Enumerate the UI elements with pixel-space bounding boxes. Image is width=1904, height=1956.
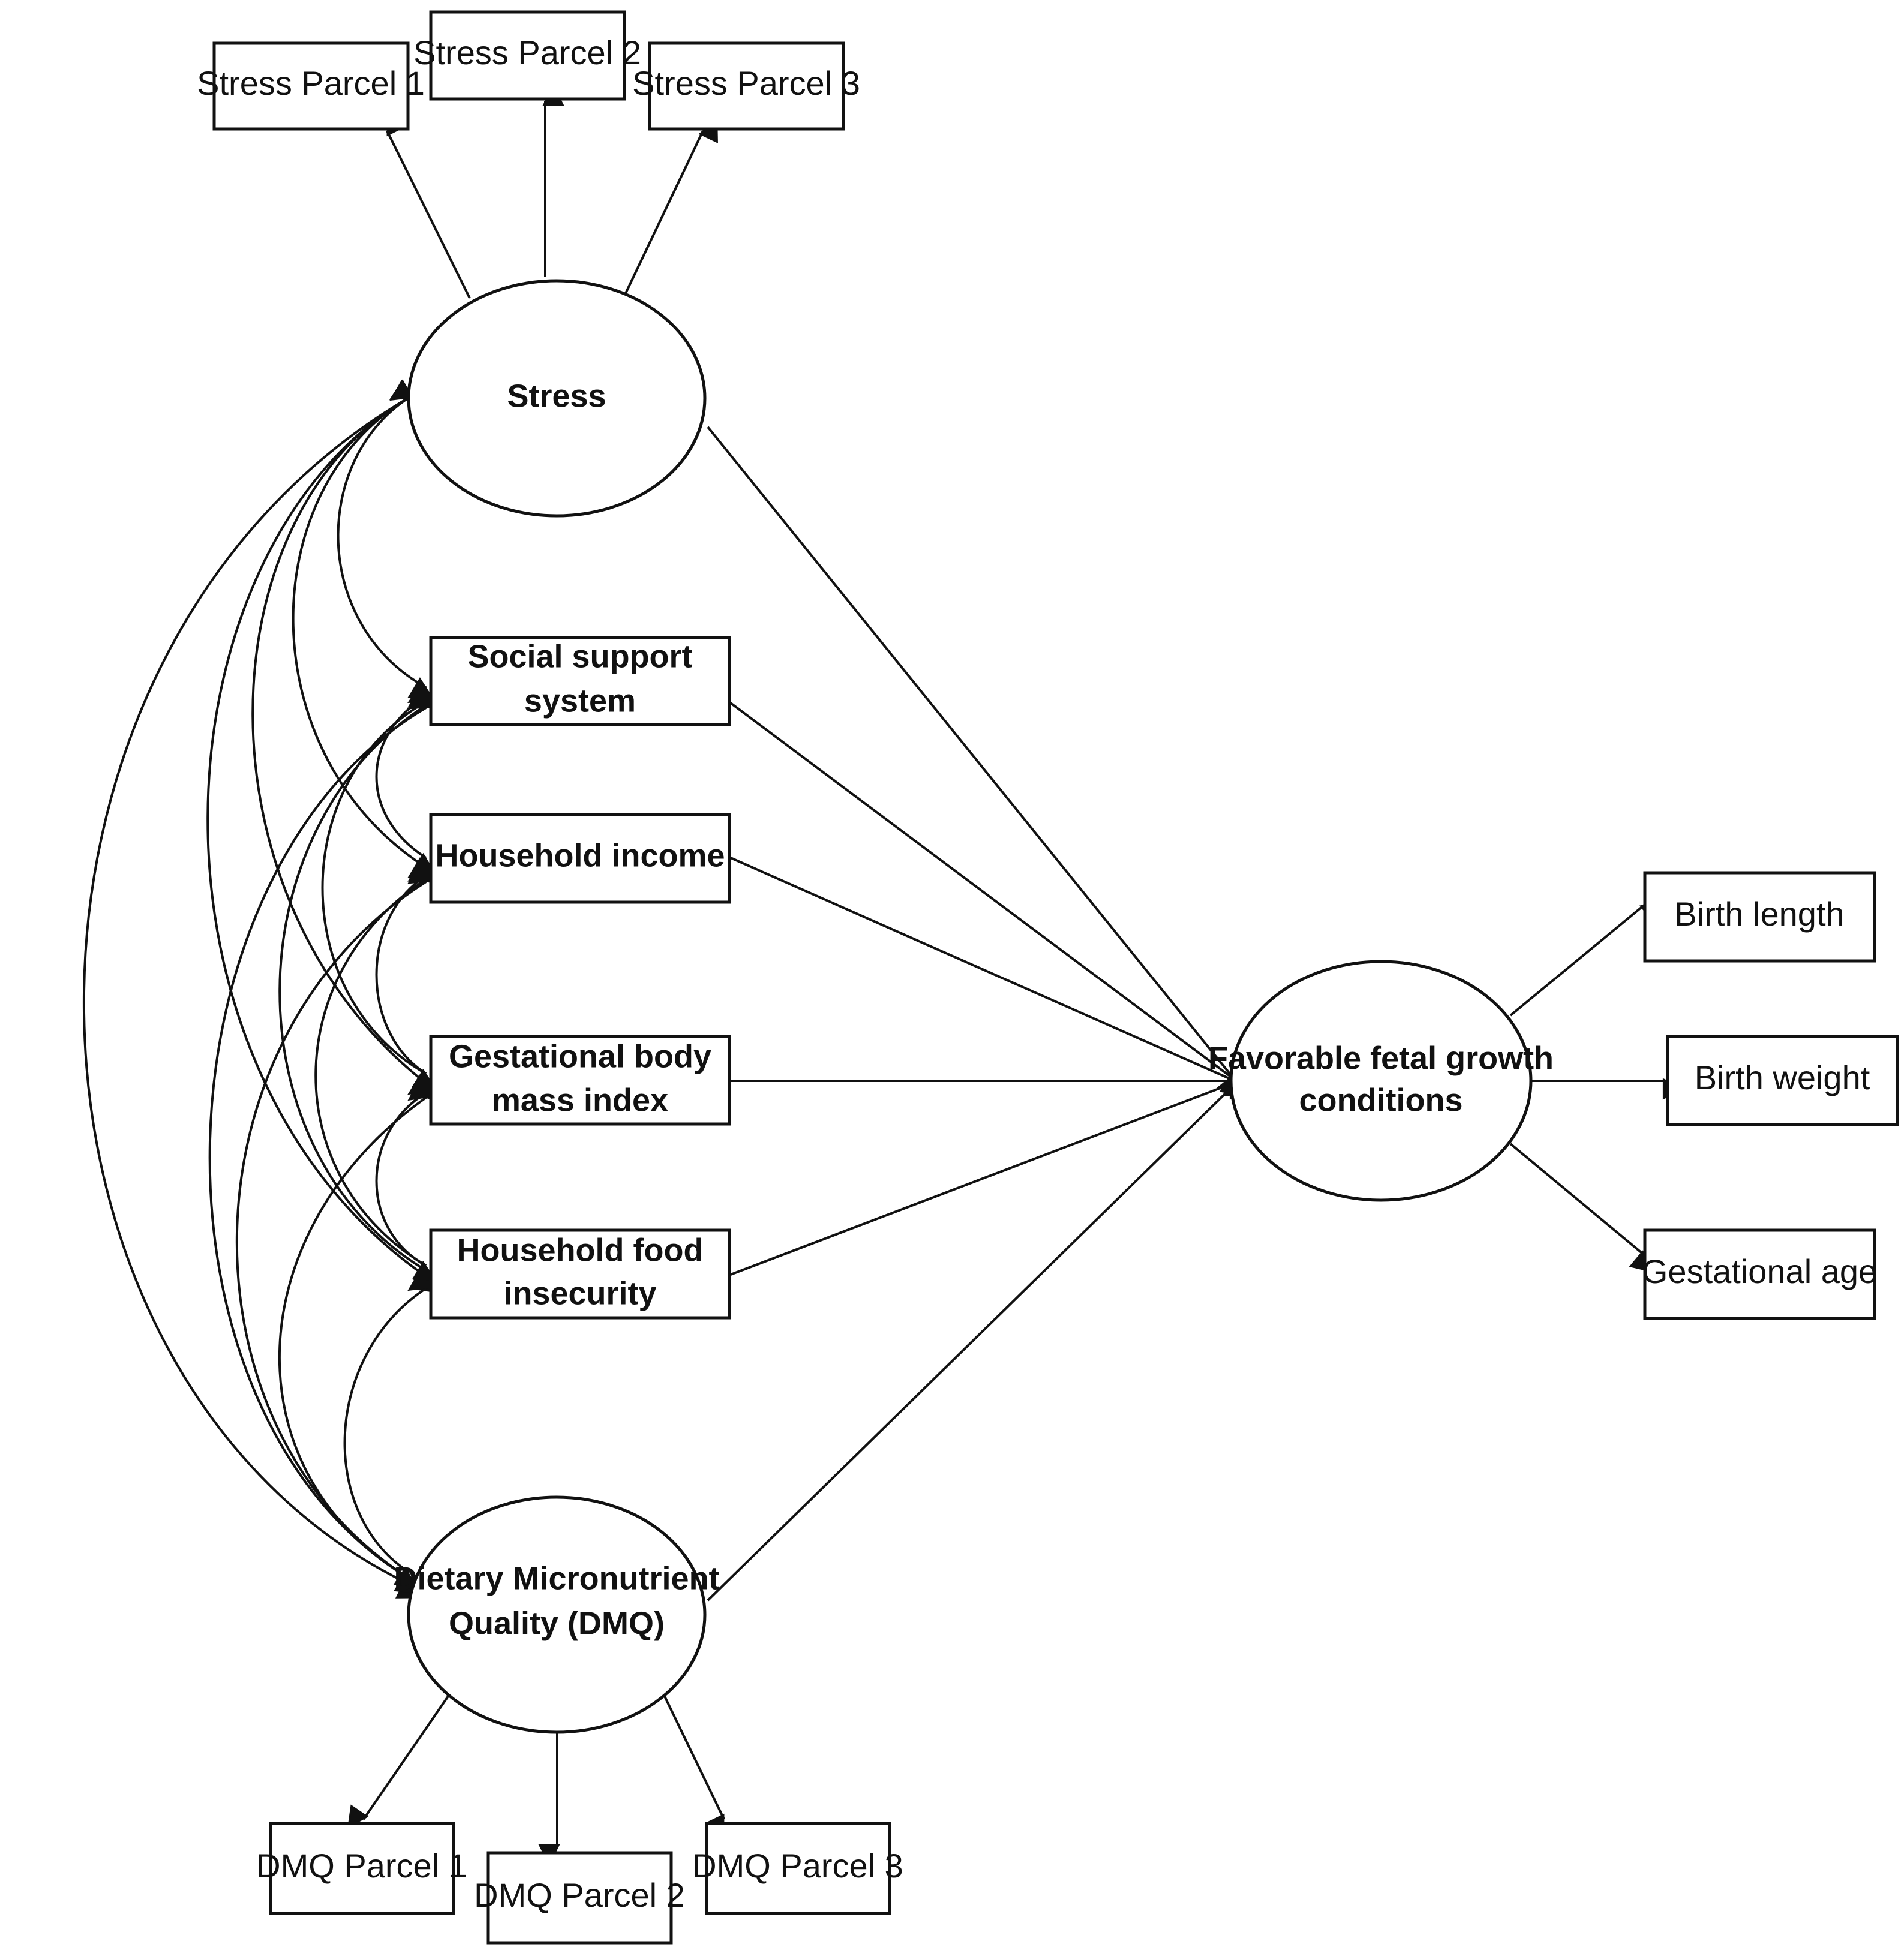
social-support-label-line1: Social support [467,638,692,674]
dmq-parcel-2-label: DMQ Parcel 2 [474,1876,685,1914]
stress-latent: Stress [407,279,707,518]
path-dmq-parcel3 [663,1696,725,1838]
cov-stress-income [292,379,436,884]
cov-bmi-dmq [278,1079,432,1593]
stress-parcel-1-box: Stress Parcel 1 [197,41,425,131]
path-fetal-gestage [1509,1143,1653,1273]
stress-label: Stress [507,378,606,414]
cov-stress-bmi [251,379,434,1100]
dmq-latent: Dietary Micronutrient Quality (DMQ) [394,1495,720,1734]
gestational-age-box: Gestational age [1642,1228,1877,1320]
gestational-bmi-box: Gestational body mass index [429,1035,731,1126]
cov-stress-food [206,379,436,1293]
path-stress-parcel3 [624,119,718,294]
path-social-fetal [729,702,1244,1096]
cov-stress-social [337,380,437,703]
cov-income-dmq [235,863,432,1594]
dmq-parcel-1-box: DMQ Parcel 1 [256,1822,467,1915]
cov-social-dmq [208,689,432,1594]
cov-social-food [278,687,436,1286]
covariance-curves [83,379,437,1599]
gestational-bmi-label-line2: mass index [492,1082,668,1118]
path-food-fetal [730,1081,1253,1276]
dmq-label-line2: Quality (DMQ) [449,1605,665,1641]
gestational-age-label: Gestational age [1642,1252,1877,1290]
path-dmq-fetal [707,1078,1253,1602]
birth-length-label: Birth length [1674,895,1844,933]
food-insecurity-box: Household food insecurity [429,1228,731,1320]
dmq-parcel-3-label: DMQ Parcel 3 [692,1847,903,1885]
birth-length-box: Birth length [1643,871,1876,963]
stress-parcel-1-label: Stress Parcel 1 [197,64,425,102]
path-fetal-birthlength [1509,900,1663,1017]
dmq-label-line1: Dietary Micronutrient [394,1560,719,1596]
household-income-label: Household income [435,837,725,873]
household-income-box: Household income [429,813,731,904]
dmq-parcel-1-label: DMQ Parcel 1 [256,1847,467,1885]
favorable-fetal-latent: Favorable fetal growth conditions [1208,960,1554,1202]
path-stress-parcel1 [386,112,471,299]
favorable-fetal-label-line1: Favorable fetal growth [1208,1040,1554,1076]
dmq-parcel-2-box: DMQ Parcel 2 [474,1851,685,1945]
stress-parcel-2-box: Stress Parcel 2 [413,10,641,101]
social-support-label-line2: system [524,683,636,719]
stress-parcel-2-label: Stress Parcel 2 [413,34,641,71]
cov-income-food [314,861,436,1281]
food-insecurity-label-line1: Household food [457,1232,704,1268]
dmq-parcel-3-box: DMQ Parcel 3 [692,1822,903,1915]
path-stress-fetal [707,426,1239,1098]
stress-parcel-3-label: Stress Parcel 3 [632,64,860,102]
social-support-box: Social support system [429,636,731,726]
birth-weight-label: Birth weight [1695,1059,1870,1096]
cov-stress-dmq [83,379,420,1599]
favorable-fetal-label-line2: conditions [1299,1082,1463,1118]
gestational-bmi-label-line1: Gestational body [449,1038,711,1074]
path-dmq-parcel1 [347,1695,449,1829]
birth-weight-box: Birth weight [1666,1035,1899,1126]
stress-parcel-3-box: Stress Parcel 3 [632,41,860,131]
structural-paths [347,84,1684,1866]
food-insecurity-label-line2: insecurity [503,1275,656,1311]
cov-food-dmq [343,1270,432,1588]
path-income-fetal [730,857,1247,1096]
